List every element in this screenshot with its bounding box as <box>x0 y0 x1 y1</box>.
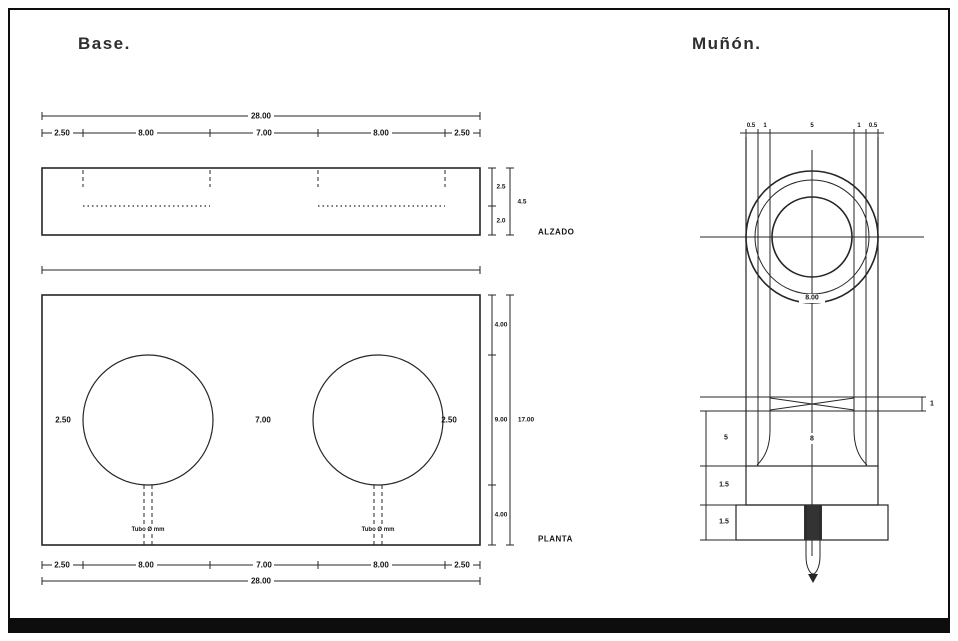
dim-label-top-3: 8.00 <box>373 129 389 138</box>
dim-label-upper-block: 1.5 <box>719 482 729 489</box>
bottom-total-dim-ticks <box>41 577 481 585</box>
alzado-right-outer-dim-ticks <box>506 167 514 236</box>
dim-label-bottom-1: 8.00 <box>138 561 154 570</box>
label-mask <box>452 128 473 138</box>
alzado-hidden-edges <box>82 170 446 187</box>
drawing-frame <box>8 8 950 633</box>
dim-label-munon-top-1: 1 <box>763 123 767 129</box>
dim-label-alzado-right-1: 2.0 <box>496 218 505 225</box>
label-mask <box>799 294 825 303</box>
dim-label-shank-height: 5 <box>724 435 728 442</box>
munon-notch-lines <box>700 396 926 412</box>
label-mask <box>136 560 157 570</box>
planta-right-inner-dim-ticks <box>488 294 496 546</box>
alzado-right-inner-dim-ticks <box>488 167 496 236</box>
top-total-dim-ticks <box>41 112 481 120</box>
munon-anchor-pocket-hatch <box>804 505 822 540</box>
label-mask <box>52 560 73 570</box>
munon-notch-dim <box>918 396 926 412</box>
planta-right-outer-dim-ticks <box>506 294 514 546</box>
base-plan-view: 2.50 7.00 2.50 Tubo Ø mm Tubo Ø mm 4.00 … <box>41 294 573 586</box>
munon-title: Muñón. <box>692 34 762 53</box>
dim-label-top-1: 8.00 <box>138 129 154 138</box>
alzado-outline <box>41 167 481 236</box>
label-mask <box>248 111 274 121</box>
planta-right-circle <box>312 354 444 486</box>
dim-label-total-bottom: 28.00 <box>251 577 272 586</box>
dim-label-munon-top-0: 0.5 <box>747 123 756 129</box>
label-mask <box>357 526 399 534</box>
dim-label-bottom-0: 2.50 <box>54 561 70 570</box>
dim-label-planta-right-1: 9.00 <box>495 417 508 424</box>
dim-label-planta-inside-1: 7.00 <box>255 416 271 425</box>
munon-left-flare <box>756 429 771 466</box>
dim-label-munon-top-4: 0.5 <box>869 123 878 129</box>
pipe-note-right: Tubo Ø mm <box>362 527 395 533</box>
dim-label-munon-top-3: 1 <box>857 123 861 129</box>
munon-left-extension-lines <box>700 465 746 541</box>
dim-label-planta-right-total: 17.00 <box>518 417 535 424</box>
top-row-dim-ticks <box>41 129 481 137</box>
planta-left-circle <box>82 354 214 486</box>
munon-notch-diagonals <box>769 397 855 411</box>
base-elevation-view: 28.00 2.50 8.00 7.00 8.00 2.50 2.5 2.0 4… <box>41 111 574 274</box>
label-mask <box>371 560 392 570</box>
dim-label-bottom-2: 7.00 <box>256 561 272 570</box>
munon-right-flare <box>853 429 868 466</box>
planta-outline <box>41 294 481 546</box>
label-mask <box>136 128 157 138</box>
dim-label-total-top: 28.00 <box>251 112 272 121</box>
munon-top-dim-ticks <box>745 129 879 137</box>
dim-label-bottom-4: 2.50 <box>454 561 470 570</box>
dim-label-bottom-3: 8.00 <box>373 561 389 570</box>
label-mask <box>452 560 473 570</box>
dim-label-alzado-right-2: 4.5 <box>517 199 526 206</box>
dim-label-planta-right-0: 4.00 <box>495 322 508 329</box>
dim-label-planta-inside-0: 2.50 <box>55 416 71 425</box>
dim-label-shank-center: 8 <box>810 436 814 443</box>
label-mask <box>371 128 392 138</box>
label-mask <box>248 576 274 586</box>
dim-label-ring-diameter: 8.00 <box>805 295 819 302</box>
plan-view-label: PLANTA <box>538 535 573 544</box>
pipe-note-left: Tubo Ø mm <box>132 527 165 533</box>
dim-label-alzado-right-0: 2.5 <box>496 184 505 191</box>
dim-label-planta-inside-2: 2.50 <box>441 416 457 425</box>
bottom-row-dim-ticks <box>41 561 481 569</box>
label-mask <box>52 128 73 138</box>
label-mask <box>127 526 169 534</box>
base-title: Base. <box>78 34 131 53</box>
dim-label-munon-top-2: 5 <box>810 123 814 129</box>
elevation-view-label: ALZADO <box>538 228 574 237</box>
dim-label-notch-height: 1 <box>930 401 934 408</box>
dim-label-top-2: 7.00 <box>256 129 272 138</box>
dim-label-top-4: 2.50 <box>454 129 470 138</box>
dim-label-top-0: 2.50 <box>54 129 70 138</box>
munon-anchor-arrow <box>808 574 818 583</box>
planta-pipe-dashes <box>143 485 383 545</box>
dim-label-base-block: 1.5 <box>719 519 729 526</box>
label-mask <box>253 560 274 570</box>
label-mask <box>806 433 818 444</box>
mid-reference-ticks <box>41 266 481 274</box>
dim-label-planta-right-2: 4.00 <box>495 512 508 519</box>
munon-anchor-hook <box>805 540 821 575</box>
munon-ring-bore-circle <box>771 196 853 278</box>
munon-view: 0.5 1 5 1 0.5 8.00 1 5 1.5 1.5 8 <box>700 123 934 583</box>
label-mask <box>253 128 274 138</box>
